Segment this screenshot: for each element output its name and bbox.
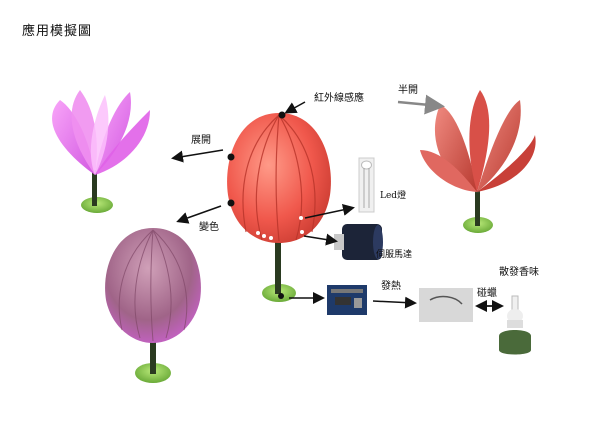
- arrow-servo: [303, 233, 338, 246]
- label-change-color: 變色: [199, 222, 219, 233]
- arrow-led: [304, 204, 355, 219]
- label-heat: 發熱: [381, 281, 401, 292]
- label-expand: 展開: [191, 135, 211, 146]
- page-title: 應用模擬圖: [22, 24, 93, 39]
- sensor-dots: [227, 111, 304, 299]
- pink-open-flower: [52, 90, 150, 213]
- arrow-expand: [171, 149, 224, 163]
- arrow-heat: [372, 296, 417, 309]
- label-half-open: 半開: [398, 85, 418, 96]
- label-infrared: 紅外線感應: [314, 93, 364, 104]
- red-closed-flower: [227, 113, 331, 302]
- label-paraffin: 碰蠟: [477, 288, 497, 299]
- label-servo: 伺服馬達: [376, 250, 413, 260]
- label-fragrance: 散發香味: [499, 267, 539, 278]
- fragrance-bottle-image: [499, 295, 531, 355]
- arduino-board-image: [327, 285, 367, 315]
- arrow-half-open: [397, 94, 445, 115]
- led-light-image: [358, 157, 375, 213]
- servo-motor-image: [334, 224, 383, 260]
- heating-wire-image: [419, 288, 473, 322]
- arrow-change-color: [176, 205, 222, 224]
- arrow-infrared: [284, 101, 306, 114]
- purple-closed-flower: [105, 228, 201, 383]
- red-half-open-flower: [420, 90, 536, 233]
- flow-arrows: [171, 94, 504, 312]
- label-led: Led燈: [380, 191, 407, 201]
